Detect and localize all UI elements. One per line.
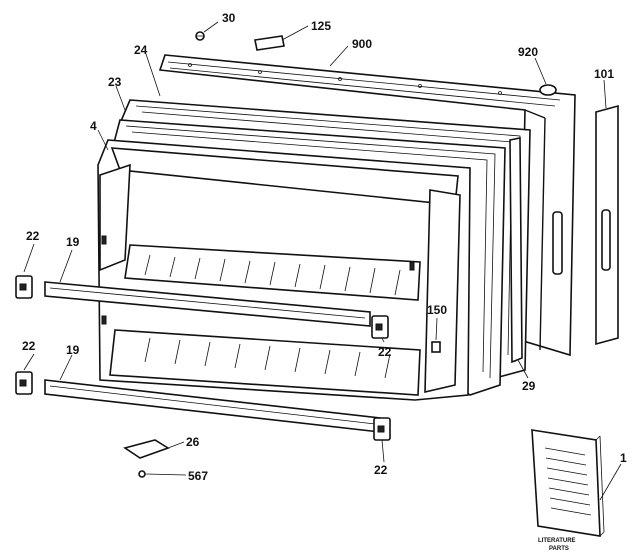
callout-920: 920 <box>518 45 538 59</box>
callout-29: 29 <box>522 379 536 393</box>
callout-150: 150 <box>427 303 447 317</box>
bracket-22-left-upper <box>15 275 33 299</box>
callout-567: 567 <box>188 469 208 483</box>
bracket-22-right-upper <box>371 315 389 339</box>
leader-lines <box>23 21 622 501</box>
clip-150 <box>431 341 441 353</box>
callout-22-right-upper: 22 <box>378 345 392 359</box>
callout-19-lower: 19 <box>66 343 80 357</box>
screw-567 <box>138 470 146 478</box>
callout-101: 101 <box>594 67 614 81</box>
callout-26: 26 <box>186 435 200 449</box>
callout-30: 30 <box>222 11 236 25</box>
callout-23: 23 <box>108 75 122 89</box>
callout-24: 24 <box>134 43 148 57</box>
callout-1: 1 <box>620 451 627 465</box>
bracket-22-left-lower <box>15 371 33 395</box>
shelf-bar-upper <box>44 281 371 327</box>
callout-125: 125 <box>311 19 331 33</box>
callout-19-upper: 19 <box>66 235 80 249</box>
bracket-22-right-lower <box>373 417 391 441</box>
callout-22-left-upper: 22 <box>26 229 40 243</box>
screw-30 <box>195 31 205 41</box>
literature-label-line2: PARTS <box>549 546 569 552</box>
callout-4: 4 <box>90 119 97 133</box>
callout-labels: 30 125 900 920 101 24 23 4 22 19 22 19 2… <box>22 11 627 552</box>
edge-strip-29 <box>509 137 523 364</box>
label-125 <box>254 35 285 51</box>
plug-920 <box>539 84 557 96</box>
literature-booklet <box>531 429 605 537</box>
callout-22-right-lower: 22 <box>374 463 388 477</box>
door-liner-4 <box>97 139 471 401</box>
handle-strip-101 <box>595 104 619 346</box>
callout-22-left-lower: 22 <box>22 339 36 353</box>
callout-900: 900 <box>352 37 372 51</box>
plate-26 <box>123 439 170 459</box>
literature-label-line1: LITERATURE <box>538 538 576 544</box>
